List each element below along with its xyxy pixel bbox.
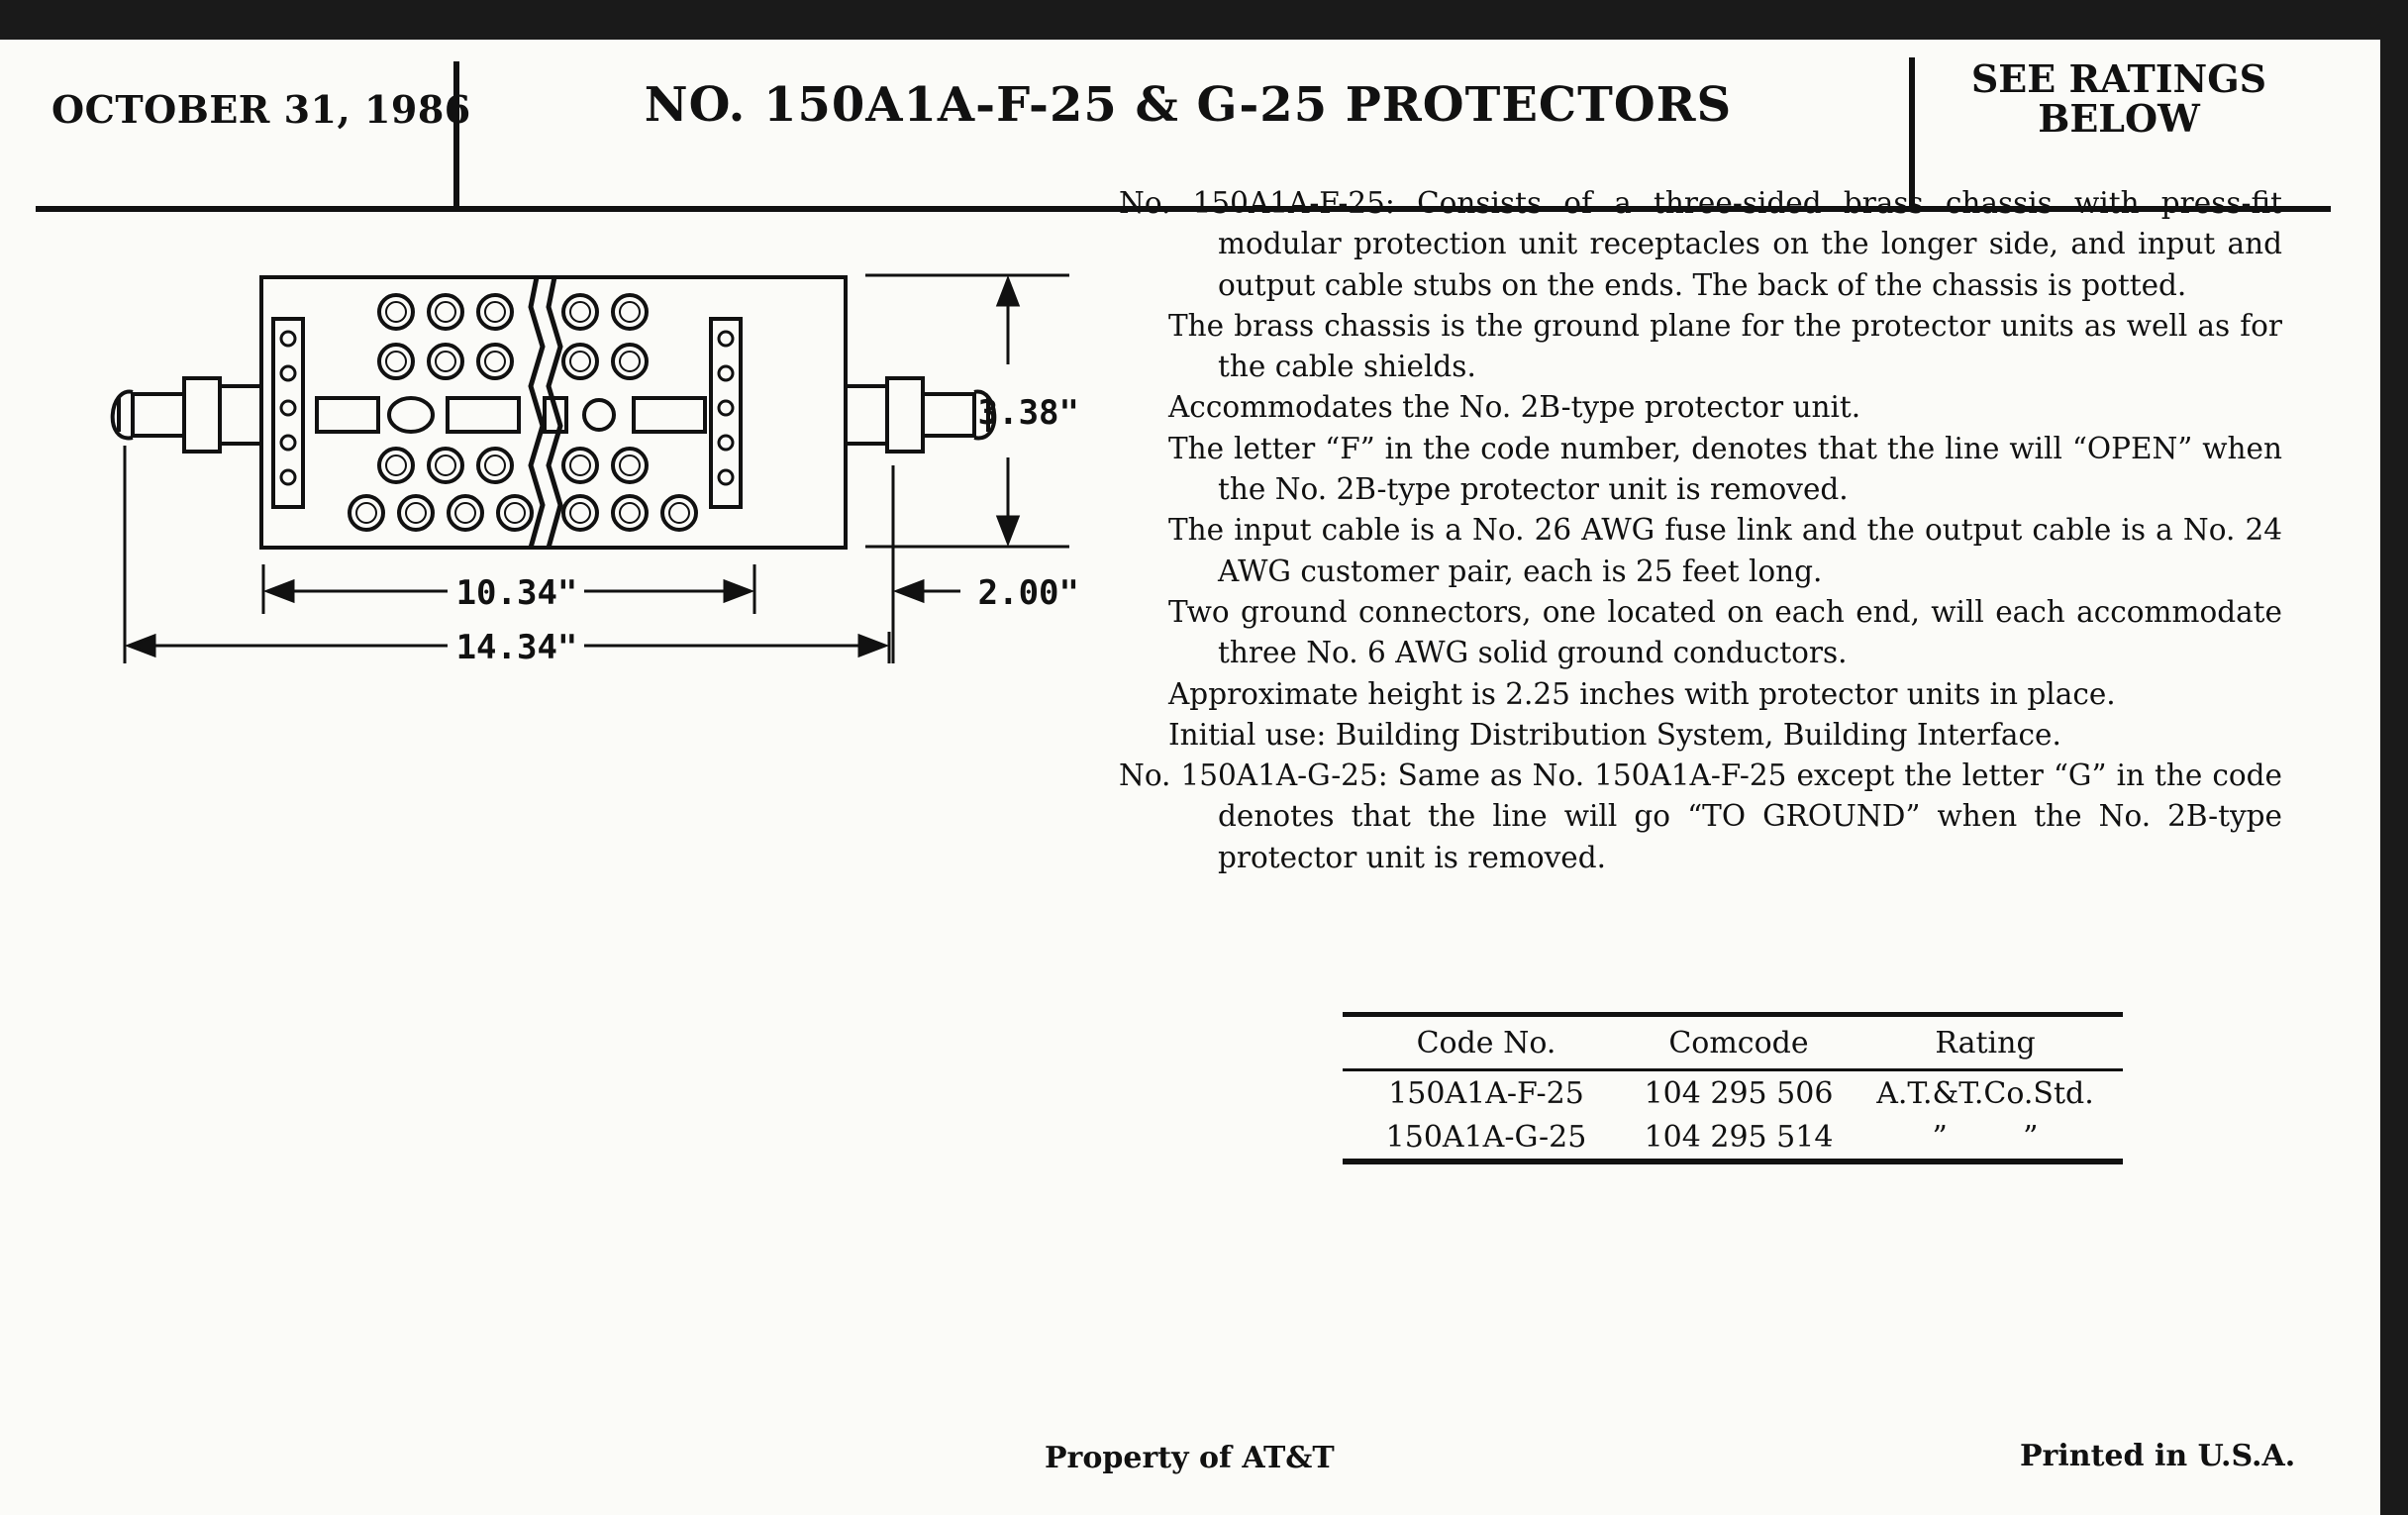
table-cell-rating: ” ” xyxy=(1932,1119,2039,1155)
table-rule-top xyxy=(1343,1012,2123,1017)
desc-f25: No. 150A1A-F-25: Consists of a three-sid… xyxy=(1119,186,2282,302)
table-cell-code: 150A1A-F-25 xyxy=(1388,1075,1584,1111)
ratings-table: Code No. Comcode Rating 150A1A-F-25 104 … xyxy=(1343,1012,2123,1164)
table-row: 150A1A-F-25 104 295 506 A.T.&T.Co.Std. xyxy=(1343,1071,2123,1115)
ground-strip-right xyxy=(709,317,743,509)
table-row: 150A1A-G-25 104 295 514 ” ” xyxy=(1343,1115,2123,1159)
protector-drawing-svg: 3.38" 10.34" 2.00" 14.34" xyxy=(110,273,1079,667)
break-line xyxy=(528,276,546,549)
table-cell-rating: A.T.&T.Co.Std. xyxy=(1876,1075,2094,1111)
scan-edge xyxy=(2380,40,2388,1515)
dim-height-label: 3.38" xyxy=(978,393,1079,433)
footer-printed: Printed in U.S.A. xyxy=(2020,1439,2296,1473)
header-ratings-line1: SEE RATINGS xyxy=(1970,56,2267,101)
header-ratings: SEE RATINGS BELOW xyxy=(1926,59,2312,139)
header-divider-left xyxy=(453,61,459,210)
dim-overall-length-label: 14.34" xyxy=(456,628,578,667)
table-rule-bottom xyxy=(1343,1159,2123,1164)
document-sheet xyxy=(0,40,2388,1515)
table-cell-comcode: 104 295 506 xyxy=(1644,1075,1834,1111)
header-rule xyxy=(36,206,2331,212)
dim-depth-label: 2.00" xyxy=(978,573,1079,613)
header-divider-right xyxy=(1909,57,1915,206)
description: No. 150A1A-F-25: Consists of a three-sid… xyxy=(1119,183,2282,878)
ground-strip-left xyxy=(271,317,305,509)
dimension-height xyxy=(865,273,1069,549)
table-cell-comcode: 104 295 514 xyxy=(1644,1119,1834,1155)
dimension-depth xyxy=(891,465,960,663)
table-rule-mid xyxy=(1343,1068,2123,1071)
desc-letter-f: The letter “F” in the code number, denot… xyxy=(1168,431,2282,507)
table-header-code: Code No. xyxy=(1416,1025,1556,1060)
cable-stub-left xyxy=(110,376,263,454)
desc-g25: No. 150A1A-G-25: Same as No. 150A1A-F-25… xyxy=(1119,758,2282,874)
cable-stub-right xyxy=(844,376,997,454)
dim-body-length-label: 10.34" xyxy=(456,573,578,613)
receptacle-array xyxy=(348,293,698,532)
desc-ground-connectors: Two ground connectors, one located on ea… xyxy=(1168,594,2282,670)
protector-drawing: 3.38" 10.34" 2.00" 14.34" xyxy=(89,228,1079,693)
table-header-rating: Rating xyxy=(1935,1025,2036,1060)
dimension-body-length xyxy=(261,564,756,614)
header-title: NO. 150A1A-F-25 & G-25 PROTECTORS xyxy=(644,77,1733,133)
table-cell-code: 150A1A-G-25 xyxy=(1385,1119,1587,1155)
desc-cables: The input cable is a No. 26 AWG fuse lin… xyxy=(1168,513,2282,588)
table-header-comcode: Comcode xyxy=(1668,1025,1809,1060)
footer-property: Property of AT&T xyxy=(1045,1441,1335,1475)
desc-initial-use: Initial use: Building Distribution Syste… xyxy=(1168,717,2061,752)
desc-ground-plane: The brass chassis is the ground plane fo… xyxy=(1168,308,2282,384)
header-ratings-line2: BELOW xyxy=(2038,96,2200,141)
desc-height: Approximate height is 2.25 inches with p… xyxy=(1168,676,2116,711)
desc-accommodates: Accommodates the No. 2B-type protector u… xyxy=(1168,390,1861,425)
header-date: OCTOBER 31, 1986 xyxy=(51,87,471,132)
table-header-row: Code No. Comcode Rating xyxy=(1343,1017,2123,1068)
dimension-overall-length xyxy=(123,446,891,663)
